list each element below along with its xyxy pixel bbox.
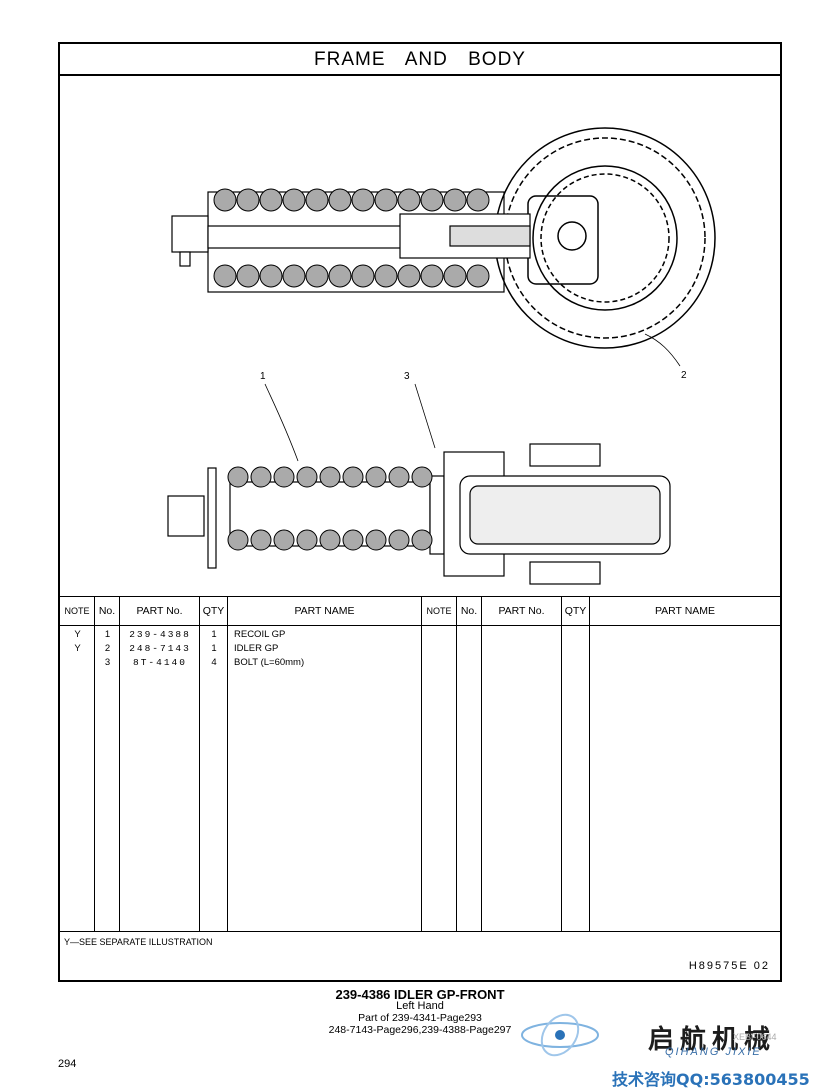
recoil-coils-side [227,466,433,551]
recoil-spring-side-view [167,443,671,585]
caption-title: 239-4386 IDLER GP-FRONT [335,987,505,1002]
row-part-name: RECOIL GP [234,629,286,640]
caption-part-of: Part of 239-4341-Page293 [358,1012,482,1024]
watermark-cn: 启航机械 [648,1025,777,1055]
row-part-no: 248-7143 [129,643,191,654]
row-part-name: BOLT (L=60mm) [234,657,305,668]
callout-1: 1 [260,371,266,382]
watermark-ref: XEBF0644 [733,1032,777,1042]
callout-3: 3 [404,371,410,382]
footnote-text: Y—SEE SEPARATE ILLUSTRATION [64,937,213,947]
caption-hand: Left Hand [396,1000,444,1012]
row-qty: 4 [211,657,217,668]
header-part-no-2: PART No. [482,597,562,625]
row-note: Y [74,643,81,654]
row-no: 3 [104,657,111,668]
callout-2: 2 [681,370,687,381]
header-part-name-2: PART NAME [654,605,716,617]
page-number: 294 [58,1058,77,1070]
header-qty: QTY [200,597,228,625]
watermark-qq: 技术咨询QQ:563800455 [612,1070,810,1089]
watermark-en: QIHANG JIXIE [665,1046,762,1058]
illustration-code: H89575E 02 [688,960,770,972]
header-no-2: No. [457,597,482,625]
page-title: FRAME AND BODY [60,44,780,76]
recoil-coils-top [213,188,490,288]
footnote-box: Y—SEE SEPARATE ILLUSTRATION H89575E 02 [60,931,780,980]
header-note-2: NOTE [422,597,457,625]
row-no: 2 [104,643,111,654]
idler-wheel-top-view [494,127,716,349]
row-qty: 1 [211,643,217,654]
caption-references: 248-7143-Page296,239-4388-Page297 [328,1024,512,1036]
row-part-no: 8T-4140 [133,657,187,668]
row-note [60,656,95,670]
row-no: 1 [104,629,111,640]
header-part-name: PART NAME [228,597,422,625]
header-part-no: PART No. [120,597,200,625]
row-part-no: 239-4388 [129,629,191,640]
row-note: Y [74,629,81,640]
parts-illustration: 1 3 2 [60,76,780,596]
recoil-spring-top-view [171,191,531,293]
row-qty: 1 [211,629,217,640]
watermark-logo-icon [521,1013,599,1057]
header-no: No. [95,597,120,625]
page-frame: FRAME AND BODY [58,42,782,982]
header-qty-2: QTY [562,597,590,625]
header-note: NOTE [60,597,95,625]
parts-table-body: Y 1 239-4388 1 RECOIL GP Y 2 248-7143 1 … [60,626,780,931]
row-part-name: IDLER GP [234,643,279,654]
callout-leaders [264,333,681,462]
table-header: NOTE No. PART No. QTY PART NAME NOTE No.… [60,596,780,626]
